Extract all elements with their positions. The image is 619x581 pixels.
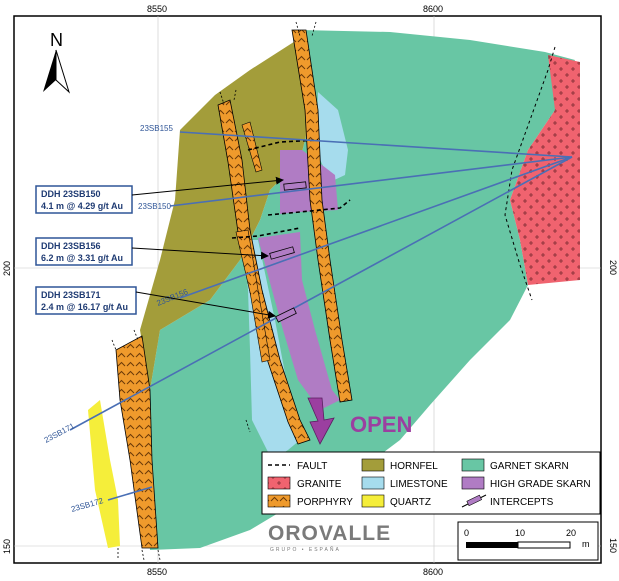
legend-high-grade-skarn: HIGH GRADE SKARN xyxy=(490,479,591,490)
grid-label-north-150-left: 150 xyxy=(2,539,12,554)
svg-text:DDH 23SB156: DDH 23SB156 xyxy=(41,241,101,251)
grid-label-north-200-right: 200 xyxy=(608,260,618,275)
geology-units xyxy=(88,21,580,561)
callout-23SB171: DDH 23SB171 2.4 m @ 16.17 g/t Au xyxy=(35,286,276,319)
drill-trace-23SB150 xyxy=(169,156,573,207)
intercept-23SB171 xyxy=(275,307,297,323)
intercepts xyxy=(269,181,307,323)
grid-label-north-200-left: 200 xyxy=(2,261,12,276)
legend-granite: GRANITE xyxy=(297,479,342,490)
porphyry-dyke-east xyxy=(291,29,353,403)
north-arrow-icon xyxy=(43,50,56,92)
callout-23SB156: DDH 23SB156 6.2 m @ 3.31 g/t Au xyxy=(35,237,269,266)
hole-label-23SB150: 23SB150 xyxy=(138,202,171,211)
intercept-23SB150 xyxy=(283,181,307,191)
scale-tick-0: 0 xyxy=(464,528,469,538)
drill-traces xyxy=(69,131,573,501)
scale-bar: 0 10 20 m xyxy=(457,521,599,561)
fault-line-lower xyxy=(231,227,301,239)
legend-limestone: LIMESTONE xyxy=(390,479,448,490)
svg-text:2.4 m @ 16.17 g/t Au: 2.4 m @ 16.17 g/t Au xyxy=(41,302,128,312)
hole-label-23SB155: 23SB155 xyxy=(140,124,173,133)
north-label: N xyxy=(50,30,63,50)
callout-23SB150: DDH 23SB150 4.1 m @ 4.29 g/t Au xyxy=(35,176,284,214)
granite-unit xyxy=(510,55,580,285)
scale-tick-10: 10 xyxy=(515,528,525,538)
legend: FAULT HORNFEL GARNET SKARN GRANITE LIMES… xyxy=(261,451,601,515)
drill-trace-23SB172 xyxy=(107,486,153,501)
open-label: OPEN xyxy=(350,412,412,437)
grid-label-east-8550-bottom: 8550 xyxy=(147,567,167,577)
fault-line-middle xyxy=(267,199,351,216)
legend-garnet-skarn: GARNET SKARN xyxy=(490,461,569,472)
legend-porphyry: PORPHYRY xyxy=(297,497,353,508)
grid-label-north-150-right: 150 xyxy=(608,538,618,553)
high-grade-skarn-lower xyxy=(258,232,340,410)
legend-quartz: QUARTZ xyxy=(390,497,431,508)
logo-name: OROVALLE xyxy=(268,522,391,545)
limestone-unit-upper xyxy=(316,92,348,182)
svg-text:4.1 m @ 4.29 g/t Au: 4.1 m @ 4.29 g/t Au xyxy=(41,201,123,211)
scale-unit: m xyxy=(582,539,590,549)
intercept-23SB156 xyxy=(269,246,295,260)
down-arrow-icon xyxy=(307,397,335,445)
scale-tick-20: 20 xyxy=(566,528,576,538)
hornfel-unit xyxy=(140,38,310,390)
orovalle-logo: OROVALLE GRUPO • ESPAÑA xyxy=(268,522,391,553)
svg-text:6.2 m @ 3.31 g/t Au: 6.2 m @ 3.31 g/t Au xyxy=(41,253,123,263)
open-arrow: OPEN xyxy=(307,397,412,445)
legend-intercepts: INTERCEPTS xyxy=(490,497,554,508)
porphyry-dyke-west xyxy=(115,335,159,549)
drill-trace-23SB155 xyxy=(179,131,573,158)
drill-trace-23SB156 xyxy=(179,156,573,299)
svg-text:DDH 23SB150: DDH 23SB150 xyxy=(41,189,101,199)
grid-label-east-8550-top: 8550 xyxy=(147,4,167,14)
drill-trace-23SB171 xyxy=(69,156,573,431)
grid-label-east-8600-top: 8600 xyxy=(423,4,443,14)
legend-hornfel: HORNFEL xyxy=(390,461,438,472)
legend-fault: FAULT xyxy=(297,461,327,472)
quartz-unit xyxy=(88,400,120,548)
logo-tagline: GRUPO • ESPAÑA xyxy=(270,546,341,553)
grid-label-east-8600-bottom: 8600 xyxy=(423,567,443,577)
north-arrow: N xyxy=(43,30,71,94)
svg-text:DDH 23SB171: DDH 23SB171 xyxy=(41,290,101,300)
